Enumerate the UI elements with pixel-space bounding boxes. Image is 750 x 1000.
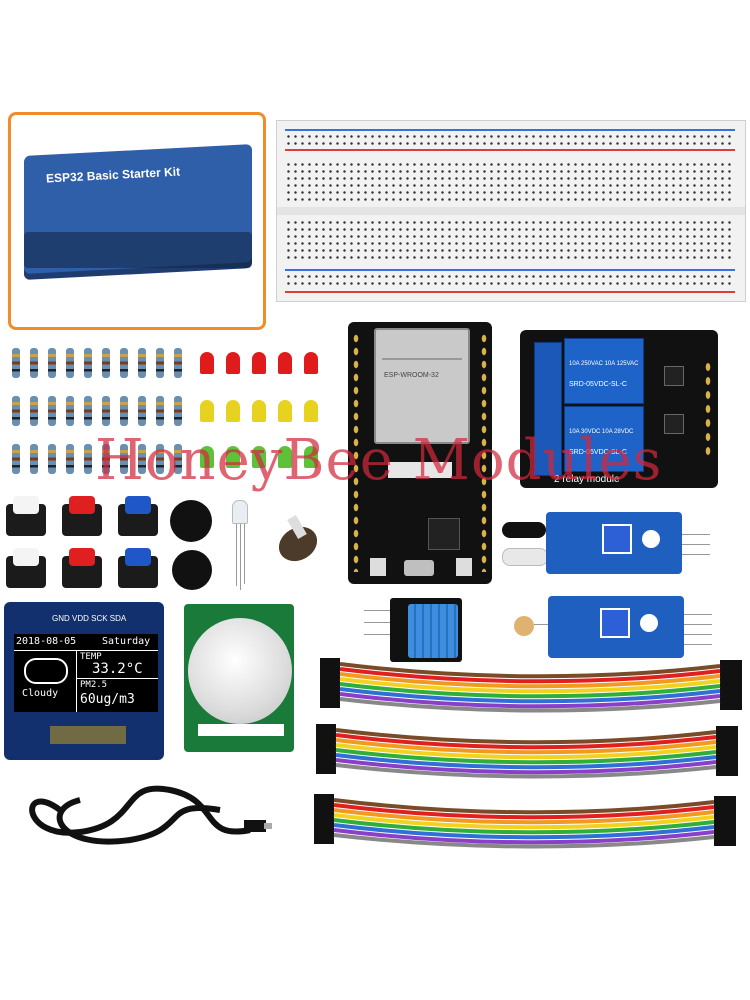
breadboard <box>276 120 746 302</box>
esp32-module: ESP-WROOM-32 <box>374 328 470 444</box>
rgb-led <box>232 500 248 524</box>
oled-screen: 2018-08-05 Saturday Cloudy TEMP 33.2°C P… <box>14 634 158 712</box>
cloud-icon <box>24 658 68 684</box>
oled-date: 2018-08-05 <box>16 636 77 647</box>
oled-temp-value: 33.2°C <box>92 661 143 677</box>
esp32-board: ESP-WROOM-32 <box>348 322 492 584</box>
relay-board-label: 2 relay module <box>554 474 620 485</box>
dht11-sensor <box>364 598 462 662</box>
ir-obstacle-sensor <box>502 512 712 578</box>
usb-cable <box>29 785 272 845</box>
push-button-set <box>6 492 158 594</box>
oled-day: Saturday <box>102 636 151 647</box>
oled-pin-labels: GND VDD SCK SDA <box>52 614 127 623</box>
pir-dome <box>188 618 292 724</box>
jumper-wires-2 <box>316 724 738 779</box>
oled-weather: Cloudy <box>22 688 59 699</box>
oled-temp-label: TEMP <box>80 652 102 662</box>
jumper-wires-1 <box>320 658 742 713</box>
active-buzzer <box>172 550 212 590</box>
led-set <box>196 352 326 482</box>
resistor-set <box>8 340 188 480</box>
light-sensor-module <box>514 596 714 658</box>
passive-buzzer <box>170 500 212 542</box>
esp32-module-label: ESP-WROOM-32 <box>384 372 439 379</box>
relay-2: 10A 30VDC 10A 28VDC SRD-05VDC-SL-C <box>564 406 644 472</box>
jumper-wires-3 <box>314 794 736 849</box>
kit-box-lid <box>24 232 252 268</box>
relay-1: 10A 250VAC 10A 125VAC SRD-05VDC-SL-C <box>564 338 644 404</box>
micro-usb-port <box>404 560 434 576</box>
boot-button <box>370 558 386 576</box>
en-button <box>456 558 472 576</box>
relay-module: 10A 250VAC 10A 125VAC SRD-05VDC-SL-C 10A… <box>520 330 718 488</box>
watermark-text: HoneyBee Modules <box>95 428 663 493</box>
oled-pm-value: 60ug/m3 <box>80 692 135 707</box>
oled-pm-label: PM2.5 <box>80 680 108 690</box>
